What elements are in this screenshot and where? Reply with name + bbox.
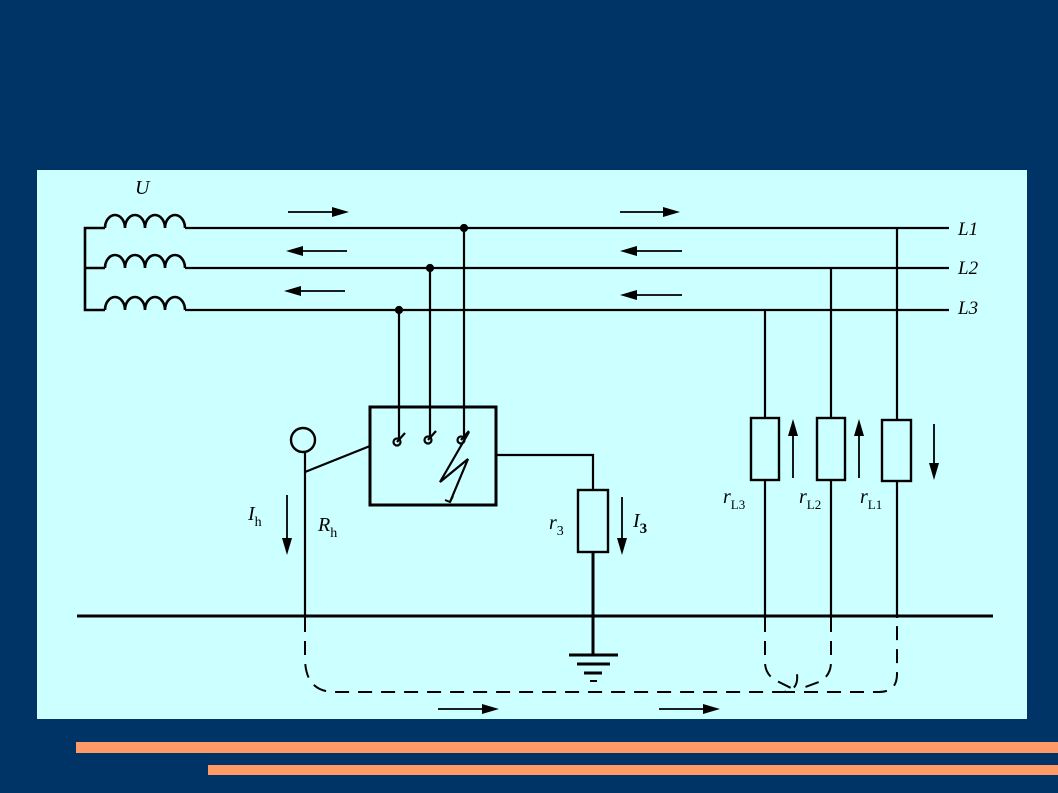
line-label-l3: L3 bbox=[957, 298, 978, 319]
load-current-arrows bbox=[788, 419, 939, 480]
svg-text:r3: r3 bbox=[549, 512, 564, 539]
load-resistor-l2-sub: L2 bbox=[807, 497, 821, 512]
earth-return-path bbox=[304, 618, 898, 693]
accent-bar-bottom bbox=[208, 765, 1058, 775]
person-current-arrow bbox=[282, 495, 292, 555]
ground-symbol bbox=[569, 653, 618, 682]
grounding-path bbox=[496, 453, 610, 655]
circuit-diagram: U L1 L2 L3 bbox=[77, 177, 993, 714]
device-taps bbox=[394, 223, 469, 440]
ground-resistor-symbol: r bbox=[549, 512, 557, 534]
person-resistance-symbol: R bbox=[317, 514, 330, 536]
line-current-arrows bbox=[284, 207, 682, 300]
accent-bar-top bbox=[76, 742, 1058, 753]
svg-text:rL3: rL3 bbox=[723, 486, 745, 512]
svg-text:Rh: Rh bbox=[317, 514, 337, 541]
line-label-l1: L1 bbox=[957, 219, 978, 240]
ground-current-sub: 3 bbox=[640, 521, 648, 537]
fault-device bbox=[368, 405, 498, 507]
svg-text:Ih: Ih bbox=[247, 503, 262, 530]
earth-return-arrows bbox=[438, 704, 720, 714]
source-label: U bbox=[135, 177, 151, 199]
svg-text:rL2: rL2 bbox=[799, 486, 821, 512]
load-resistor-l3-symbol: r bbox=[723, 486, 731, 508]
person-current-sub: h bbox=[255, 515, 262, 530]
person-contact bbox=[289, 426, 371, 618]
load-resistors bbox=[749, 228, 913, 618]
ground-current-arrow bbox=[617, 497, 627, 555]
load-resistor-l1-symbol: r bbox=[860, 486, 868, 508]
person-resistance-sub: h bbox=[330, 526, 337, 541]
ground-current-symbol: I bbox=[632, 510, 641, 532]
circuit-diagram-panel: U L1 L2 L3 bbox=[37, 170, 1027, 719]
load-resistor-l2-symbol: r bbox=[799, 486, 807, 508]
phase-lines bbox=[185, 226, 949, 312]
ground-resistor-sub: 3 bbox=[557, 524, 564, 539]
person-current-symbol: I bbox=[247, 503, 256, 525]
svg-text:rL1: rL1 bbox=[860, 486, 882, 512]
load-resistor-l1-sub: L1 bbox=[868, 497, 882, 512]
svg-text:I3: I3 bbox=[632, 510, 647, 537]
load-resistor-l3-sub: L3 bbox=[731, 497, 745, 512]
line-label-l2: L2 bbox=[957, 258, 979, 279]
source-coils bbox=[83, 213, 187, 312]
